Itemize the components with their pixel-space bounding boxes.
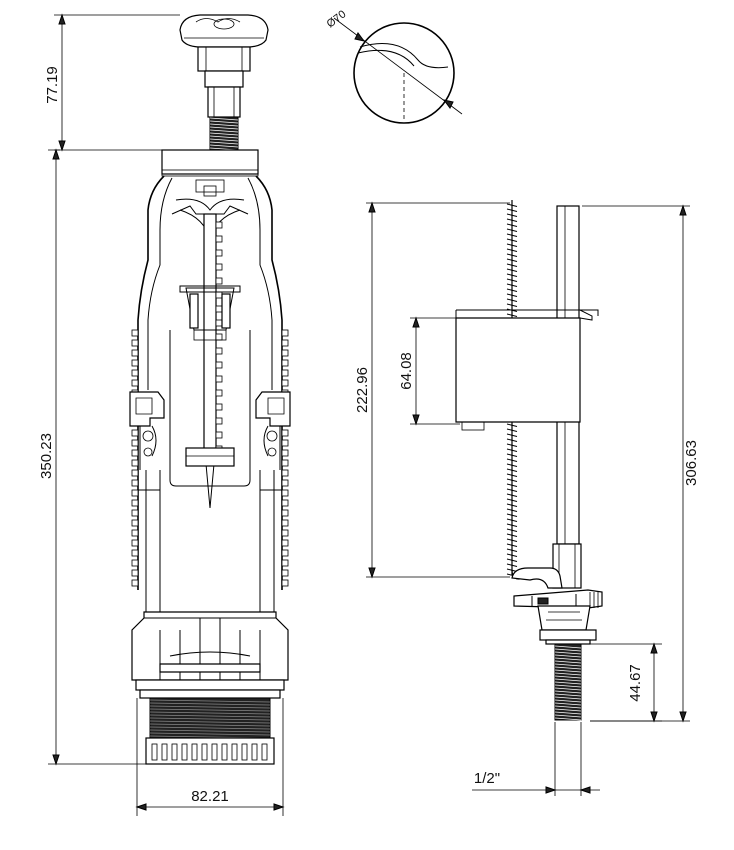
dim-77-label: 77.19	[44, 66, 61, 104]
dim-350-label: 350.23	[38, 433, 55, 479]
dim-base-width: 82.21	[135, 698, 285, 816]
dim-half-inch-label: 1/2"	[474, 770, 500, 787]
locking-nut	[145, 737, 275, 765]
center-shaft	[179, 213, 241, 509]
float-box	[455, 309, 599, 431]
threaded-rod	[209, 116, 239, 151]
dim-float-height: 64.08	[398, 316, 460, 426]
dim-64-label: 64.08	[398, 352, 415, 390]
dim-valve-height: 350.23	[38, 148, 146, 766]
inlet-thread	[554, 643, 582, 721]
cage-teeth-right	[281, 329, 289, 587]
side-clip-right	[255, 391, 291, 470]
valve-base	[131, 611, 289, 699]
dim-222-label: 222.96	[354, 367, 371, 413]
dim-82-label: 82.21	[191, 788, 229, 805]
cage-teeth-left	[131, 329, 139, 587]
dim-thread-size: 1/2"	[472, 722, 600, 796]
dim-total-height: 306.63	[582, 204, 700, 723]
dim-306-label: 306.63	[683, 440, 700, 486]
dim-button-height: 77.19	[44, 13, 180, 152]
side-clip-left	[129, 391, 165, 470]
base-thread	[149, 697, 271, 739]
dim-44-label: 44.67	[627, 664, 644, 702]
button-top-detail: Ø70	[325, 8, 463, 124]
flush-valve	[129, 14, 291, 765]
valve-cage	[137, 175, 283, 590]
valve-head	[511, 543, 603, 645]
dim-float-travel: 222.96	[354, 201, 510, 579]
dim-thread-length: 44.67	[590, 642, 662, 723]
push-button	[179, 14, 269, 118]
fill-valve	[455, 200, 603, 721]
inner-cup	[169, 330, 251, 487]
dim-diameter-label: Ø70	[325, 8, 349, 30]
